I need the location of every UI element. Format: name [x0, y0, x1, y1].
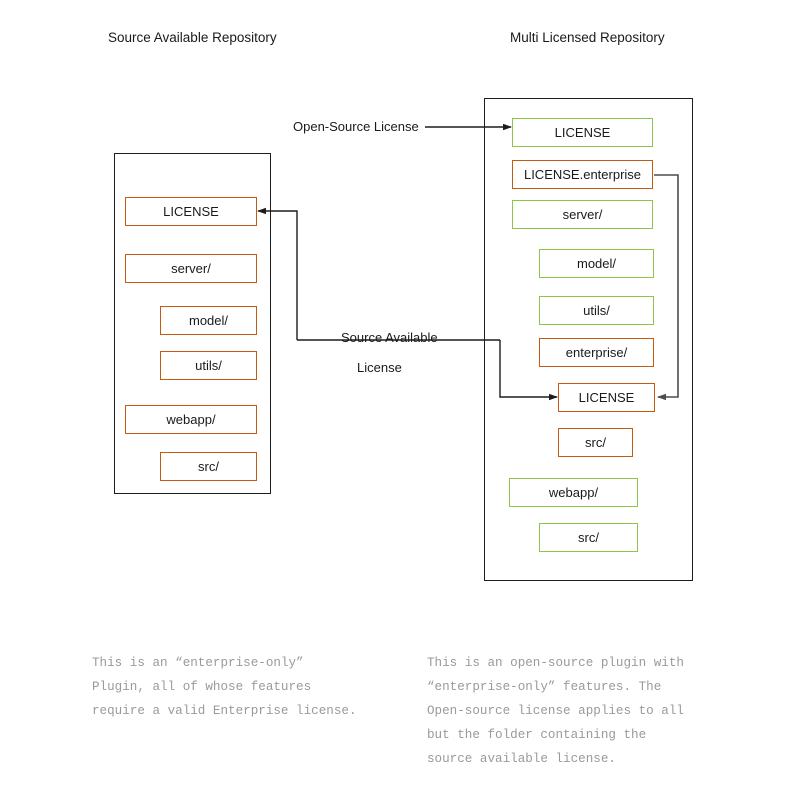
right-node-utils[interactable]: utils/ [539, 296, 654, 325]
left-node-utils[interactable]: utils/ [160, 351, 257, 380]
right-node-enterprise-license[interactable]: LICENSE [558, 383, 655, 412]
left-repo-title: Source Available Repository [108, 30, 277, 45]
left-node-model[interactable]: model/ [160, 306, 257, 335]
left-node-src[interactable]: src/ [160, 452, 257, 481]
edge-label-source-available-line2: License [357, 360, 402, 375]
right-node-enterprise-src[interactable]: src/ [558, 428, 633, 457]
right-node-model[interactable]: model/ [539, 249, 654, 278]
right-node-server[interactable]: server/ [512, 200, 653, 229]
left-node-server[interactable]: server/ [125, 254, 257, 283]
left-node-webapp[interactable]: webapp/ [125, 405, 257, 434]
right-node-enterprise[interactable]: enterprise/ [539, 338, 654, 367]
right-node-license-enterprise[interactable]: LICENSE.enterprise [512, 160, 653, 189]
edge-label-open-source-license: Open-Source License [293, 119, 419, 134]
edge-label-source-available-line1: Source Available [341, 330, 438, 345]
right-node-webapp[interactable]: webapp/ [509, 478, 638, 507]
right-node-license[interactable]: LICENSE [512, 118, 653, 147]
right-caption: This is an open-source plugin with “ente… [427, 656, 684, 766]
left-node-license[interactable]: LICENSE [125, 197, 257, 226]
right-repo-title: Multi Licensed Repository [510, 30, 665, 45]
left-caption: This is an “enterprise-only” Plugin, all… [92, 656, 357, 718]
right-node-webapp-src[interactable]: src/ [539, 523, 638, 552]
